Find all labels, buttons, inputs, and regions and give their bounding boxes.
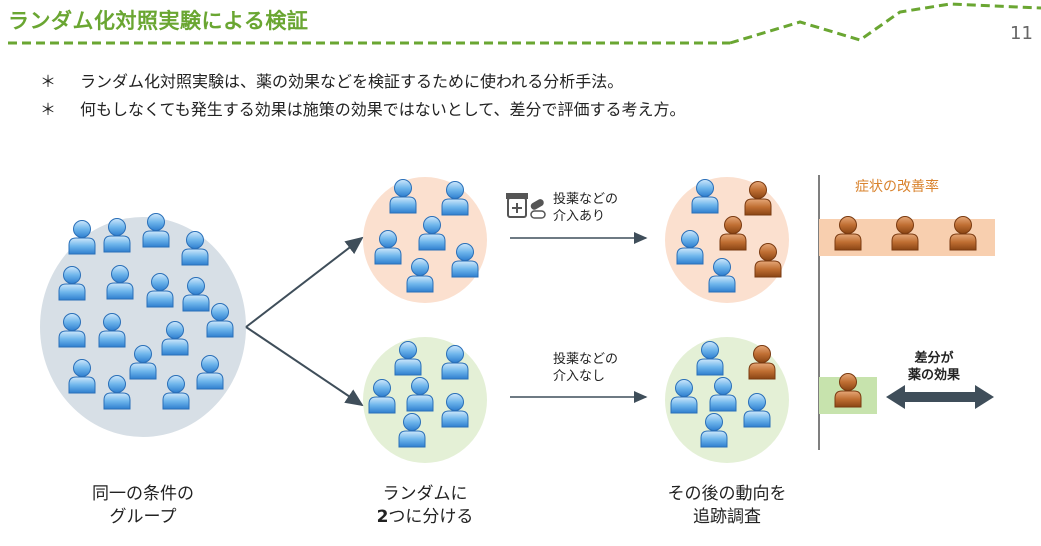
track-label-line2: 追跡調査 — [693, 507, 761, 527]
intervention-yes-line2: 介入あり — [553, 209, 606, 224]
bullet-text: ランダム化対照実験は、薬の効果などを検証するために使われる分析手法。 — [80, 72, 624, 91]
title-underline — [8, 2, 1041, 45]
intervention-no-line2: 介入なし — [553, 369, 606, 384]
split-label: ランダムに 2つに分ける — [315, 483, 535, 529]
bullet-mark: ＊ — [40, 72, 57, 91]
slide-title: ランダム化対照実験による検証 — [8, 9, 309, 33]
split-label-rest: つに分ける — [388, 507, 474, 527]
split-label-number: 2 — [376, 507, 389, 527]
bullet-text: 何もしなくても発生する効果は施策の効果ではないとして、差分で評価する考え方。 — [80, 100, 686, 119]
intervention-no-label: 投薬などの 介入なし — [553, 351, 618, 385]
intervention-yes-label: 投薬などの 介入あり — [553, 191, 618, 225]
track-label: その後の動向を 追跡調査 — [617, 483, 837, 529]
group-label-line1: 同一の条件の — [92, 484, 194, 504]
medicine-icon — [506, 193, 546, 219]
difference-label: 差分が 薬の効果 — [895, 350, 973, 384]
bullet-mark: ＊ — [40, 100, 57, 119]
split-label-line1: ランダムに — [382, 484, 468, 504]
intervention-yes-line1: 投薬などの — [553, 192, 619, 207]
bullet-item: ＊ 何もしなくても発生する効果は施策の効果ではないとして、差分で評価する考え方。 — [40, 94, 685, 122]
track-label-line1: その後の動向を — [667, 484, 787, 504]
group-label: 同一の条件の グループ — [33, 483, 253, 529]
split-label-line2: 2つに分ける — [315, 506, 535, 529]
page-number: 11 — [1010, 23, 1033, 44]
difference-line2: 薬の効果 — [907, 368, 960, 383]
split-arrows — [245, 236, 364, 407]
difference-arrow — [886, 385, 994, 409]
group-label-line2: グループ — [109, 507, 177, 527]
intervention-no-line1: 投薬などの — [553, 352, 619, 367]
improvement-rate-title: 症状の改善率 — [855, 179, 939, 195]
difference-line1: 差分が — [914, 351, 954, 366]
bullet-list: ＊ ランダム化対照実験は、薬の効果などを検証するために使われる分析手法。 ＊ 何… — [40, 66, 685, 122]
bullet-item: ＊ ランダム化対照実験は、薬の効果などを検証するために使われる分析手法。 — [40, 66, 685, 94]
